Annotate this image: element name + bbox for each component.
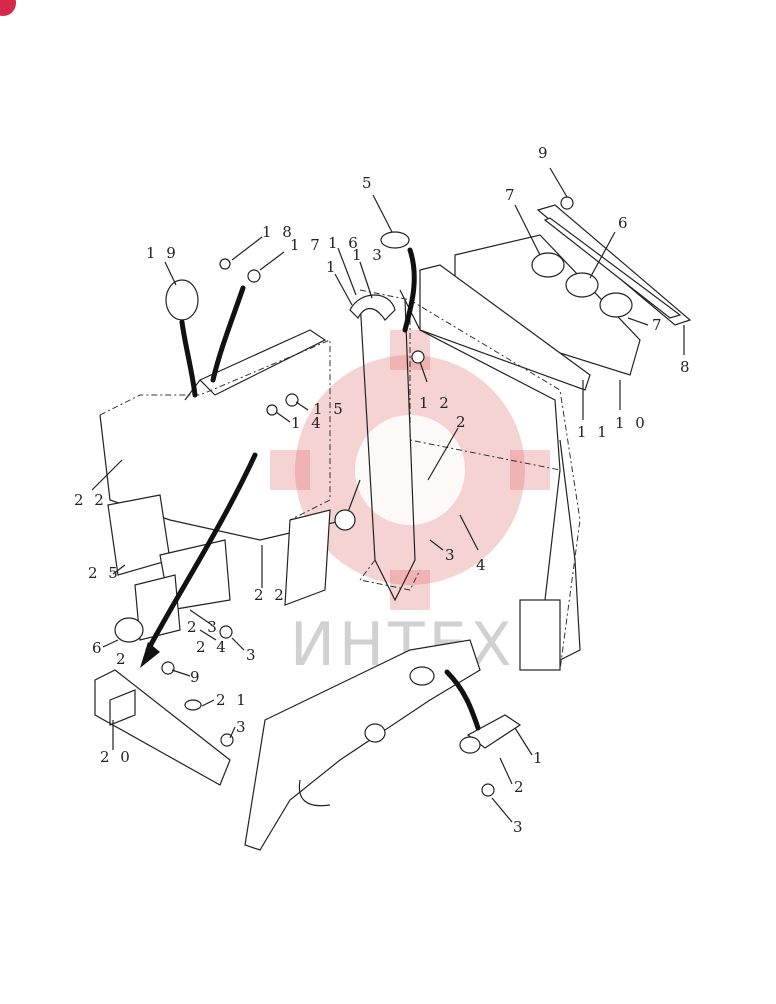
callout-1: 1 <box>326 258 339 276</box>
callout-3: 3 <box>445 546 458 564</box>
callout-19: 1 9 <box>146 244 179 262</box>
washer-icon <box>247 269 261 283</box>
callout-5: 5 <box>362 174 375 192</box>
callout-25: 2 5 <box>88 564 121 582</box>
arrow-icon <box>179 319 198 398</box>
callout-22: 2 2 <box>74 491 107 509</box>
arrow-icon <box>444 669 481 731</box>
clamp-ring-icon <box>380 231 410 249</box>
arrow-icon <box>402 247 417 333</box>
callout-7: 7 <box>652 316 665 334</box>
bolt-icon <box>266 404 278 416</box>
lamp-units <box>531 252 633 318</box>
callout-13: 1 3 <box>352 246 385 264</box>
arrow-icon <box>210 285 246 383</box>
round-gasket-icon <box>165 279 199 321</box>
callout-labels: 9 5 7 6 1 8 1 7 1 6 1 3 1 9 1 7 8 1 5 1 … <box>74 144 693 836</box>
bolt-icon <box>560 196 574 210</box>
callout-3: 3 <box>236 718 249 736</box>
callout-1: 1 <box>533 749 546 767</box>
callout-12: 1 2 <box>419 394 452 412</box>
bolt-icon <box>411 350 425 364</box>
callout-4: 4 <box>476 556 489 574</box>
callout-14: 1 4 <box>291 414 324 432</box>
callout-3: 3 <box>513 818 526 836</box>
corner-badge <box>0 0 16 16</box>
callout-6: 6 <box>92 639 105 657</box>
callout-6: 6 <box>618 214 631 232</box>
callout-2: 2 <box>456 413 469 431</box>
callout-22: 2 2 <box>254 586 287 604</box>
arrow-icon <box>145 452 258 653</box>
nut-icon <box>219 258 231 270</box>
rear-frame-assembly <box>359 234 641 671</box>
callout-23: 2 3 <box>187 618 220 636</box>
callout-15: 1 5 <box>313 400 346 418</box>
leader-lines <box>91 167 685 823</box>
callout-16: 1 6 <box>328 234 361 252</box>
callout-9: 9 <box>538 144 551 162</box>
grille-panel <box>536 204 692 326</box>
lower-left-trim-panel <box>94 617 234 786</box>
callout-20: 2 0 <box>100 748 133 766</box>
callout-21: 2 1 <box>216 691 249 709</box>
callout-10: 1 0 <box>615 414 648 432</box>
callout-17: 1 7 <box>290 236 323 254</box>
lower-side-panel <box>244 639 481 851</box>
callout-18: 1 8 <box>262 223 295 241</box>
callout-24: 2 4 <box>196 638 229 656</box>
callout-2: 2 <box>514 778 527 796</box>
callout-11: 1 1 <box>577 423 610 441</box>
callout-7: 7 <box>505 186 518 204</box>
nut-icon <box>285 393 299 407</box>
callout-8: 8 <box>680 358 693 376</box>
callout-9: 9 <box>190 668 203 686</box>
left-dash-assembly <box>99 329 361 606</box>
callout-2: 2 <box>116 650 129 668</box>
arrowhead-icon <box>140 642 160 668</box>
clamp-bracket <box>459 714 522 797</box>
clip-icon <box>349 294 396 321</box>
callout-3: 3 <box>246 646 259 664</box>
